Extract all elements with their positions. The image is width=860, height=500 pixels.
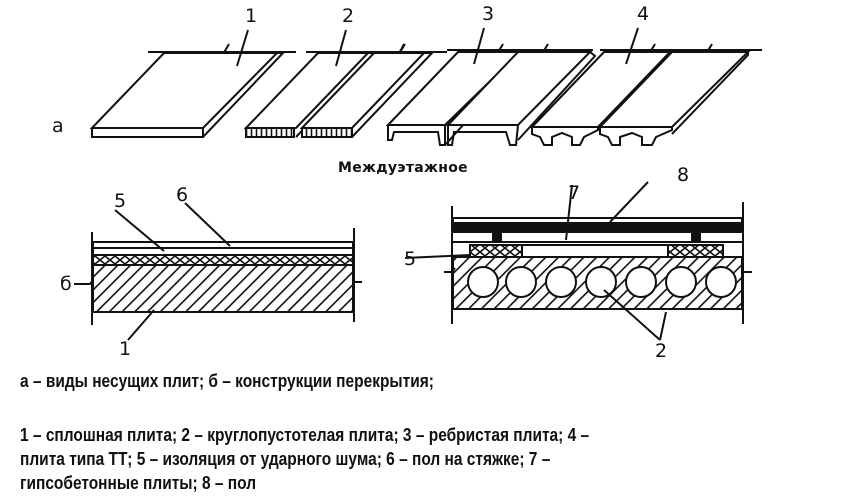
label-insulation-right: 5: [404, 248, 416, 270]
leader-1: [127, 309, 155, 341]
leader-5: [114, 209, 165, 252]
legend-line: гипсобетонные плиты; 8 – пол: [20, 473, 257, 493]
caption-line: а – виды несущих плит; б – конструкции п…: [20, 371, 434, 391]
label-insulation-left: 5: [114, 190, 126, 212]
slab-tt: [529, 27, 751, 146]
leader-8: [609, 181, 649, 223]
label-floor: 8: [677, 164, 689, 186]
section-hollow-core-floor: [404, 181, 752, 341]
slab-hollow-core: [243, 29, 435, 138]
label-solid-slab: 1: [119, 338, 131, 360]
label-section-b: б: [60, 273, 72, 295]
legend-line: 1 – сплошная плита; 2 – круглопустотелая…: [20, 425, 590, 445]
middle-heading: Междуэтажное: [338, 160, 468, 176]
label-slab-3: 3: [482, 3, 494, 25]
leader-6: [184, 202, 231, 247]
legend: 1 – сплошная плита; 2 – круглопустотелая…: [20, 423, 589, 495]
slab-ribbed: [385, 27, 597, 146]
label-slab-1: 1: [245, 5, 257, 27]
label-section-a: а: [52, 115, 64, 137]
leader-2: [603, 289, 661, 341]
leader-5: [404, 254, 471, 259]
label-gypsum-panels: 7: [568, 182, 580, 204]
label-screed-floor: 6: [176, 184, 188, 206]
label-slab-4: 4: [637, 3, 649, 25]
legend-line: плита типа ТТ; 5 – изоляция от ударного …: [20, 449, 551, 469]
label-slab-2: 2: [342, 5, 354, 27]
label-hollow-slab: 2: [655, 340, 667, 362]
section-solid-slab-floor: [74, 202, 362, 341]
slab-solid: [89, 29, 286, 138]
leader-7: [565, 184, 573, 241]
